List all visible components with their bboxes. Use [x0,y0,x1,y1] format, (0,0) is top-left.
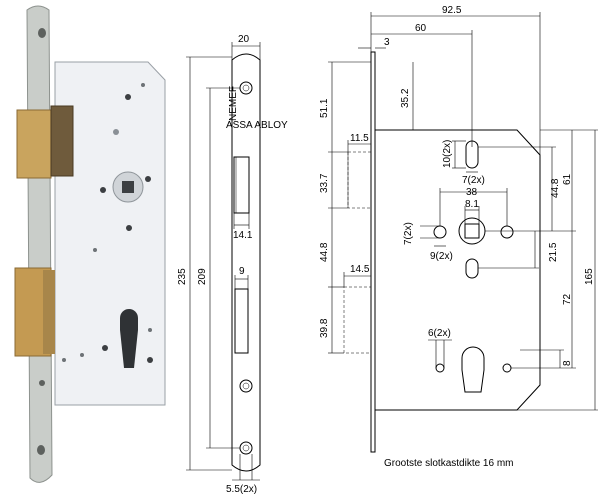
dim-latch-height: 33.7 [319,173,330,193]
cylinder-cutout-photo [120,309,138,368]
dim-spindle-to-cylinder: 44.8 [319,242,330,262]
case-hole [80,353,84,357]
case-hole [93,248,97,252]
case-hole [113,129,119,135]
spindle-square [464,223,480,239]
side-bolt [343,286,372,354]
side-view-drawing: 92.5 60 3 51.1 35.2 11.5 33.7 44.8 [319,5,598,469]
top-slot [465,140,479,169]
dim-bolt-width: 9 [239,266,245,277]
dim-latch-projection: 11.5 [350,133,369,144]
dim-overall-height: 235 [177,268,188,285]
side-faceplate [370,51,376,453]
case-hole [148,328,152,332]
dim-cyl-hole-dia: 6(2x) [428,328,451,339]
front-view-drawing: NEMEF ASSA ABLOY 20 235 209 14.1 [177,34,288,495]
dim-width-top: 20 [238,34,250,45]
right-follower-hole [500,225,514,239]
spindle-square-photo [122,181,134,193]
case-hole [102,345,108,351]
case-hole [145,176,151,182]
bolt-opening [234,288,249,354]
dim-bolt-projection: 14.5 [350,264,370,275]
case-hole [100,187,106,193]
front-bottom-screw-inner [242,444,250,452]
front-top-screw [239,81,253,95]
faceplate-bottom-hole [37,445,45,455]
dim-slot-top: 10(2x) [442,140,453,168]
dim-bolt-height: 39.8 [319,318,330,338]
latch-housing-photo [50,105,74,177]
front-middle-screw-inner [242,382,250,390]
dim-spindle-to-cyl-height: 72 [562,293,573,305]
lower-slot [465,258,479,279]
faceplate-outline [231,53,261,472]
dim-latch-width: 14.1 [233,230,253,241]
brand-text: NEMEF [228,86,239,121]
dim-screw-holes: 5.5(2x) [226,484,257,495]
dim-case-height: 165 [584,268,595,285]
front-top-screw-inner [242,84,250,92]
side-latch [347,151,372,209]
front-bottom-screw [239,441,253,455]
side-case-outline [375,129,541,411]
lock-photo [14,5,166,483]
dim-case-upper: 61 [562,173,573,185]
dim-slot-top-width: 7(2x) [462,175,485,186]
faceplate-photo [26,5,53,483]
dim-top-offset: 51.1 [319,98,330,118]
brand-sub-text: ASSA ABLOY [226,120,288,131]
dim-follower-spacing: 38 [466,187,478,198]
dim-follower-height: 44.8 [550,178,561,198]
deadbolt-side-photo [43,270,55,354]
front-middle-screw [239,379,253,393]
case-hole [126,225,132,231]
dim-spindle-square: 8.1 [465,199,479,210]
dim-spindle-offset: 21.5 [548,242,559,262]
side-cylinder-cutout [461,346,485,393]
case-hole [125,94,131,100]
cyl-right-hole [502,363,512,373]
cyl-left-hole [435,363,445,373]
dim-cyl-offset: 8 [562,360,573,366]
faceplate-small-hole [39,380,45,386]
faceplate-top-hole [38,28,46,38]
case-hole [62,358,66,362]
left-follower-hole [433,225,447,239]
dim-hole-pitch: 209 [197,268,208,285]
dim-backset: 60 [415,23,427,34]
latch-photo [16,109,52,179]
dim-side-hole-dia: 7(2x) [403,222,414,245]
lock-case-note: Grootste slotkastdikte 16 mm [384,458,514,469]
dim-side-hole-pitch: 9(2x) [430,251,453,262]
dim-spindle-from-top: 35.2 [400,88,411,108]
dim-faceplate-offset: 3 [384,37,390,48]
latch-opening [233,156,250,214]
case-hole [147,357,153,363]
spindle-hub [458,217,486,245]
case-hole [141,83,145,87]
dim-total-width: 92.5 [442,5,462,16]
